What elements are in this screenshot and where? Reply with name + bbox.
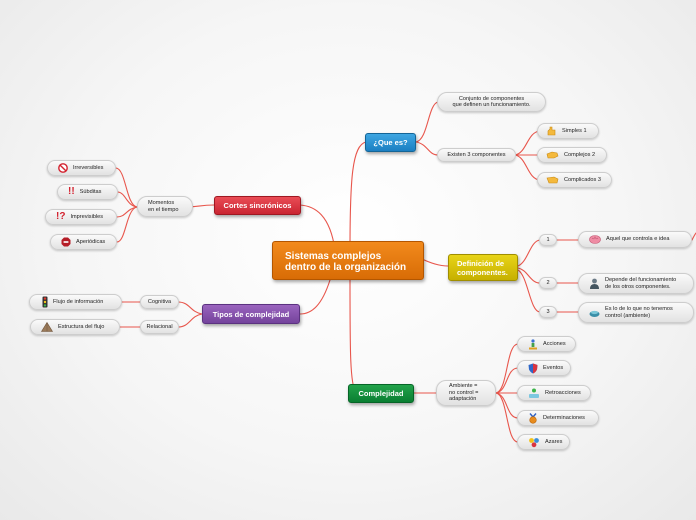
leaf-estructura-label: Estructura del flujo [58,323,105,330]
leaf-aperiodicas[interactable]: Aperiódicas [50,234,117,250]
leaf-irreversibles-label: Irreversibles [73,164,104,171]
leaf-eventos[interactable]: Eventos [517,360,571,376]
no-entry-icon [58,163,68,173]
leaf-imprevisibles[interactable]: !? Imprevisibles [45,209,117,225]
hand-icon [546,126,557,136]
topic-que-es-label: ¿Que es? [373,138,408,147]
subtopic-ambiente-line2: no control = [449,389,479,396]
subtopic-relacional-label: Relacional [146,323,173,330]
central-topic-line2: dentro de la organización [285,262,407,273]
topic-definicion-componentes[interactable]: Definición de componentes. [448,254,518,281]
topic-definicion-line2: componentes. [457,267,508,277]
leaf-depende-funcionamiento[interactable]: Depende del funcionamiento de los otros … [578,273,694,294]
link-que-es [349,141,367,251]
stop-sign-icon [61,237,71,247]
leaf-depende-line1: Depende del funcionamiento [605,277,677,283]
leaf-controla-idea[interactable]: Aquel que controla e idea [578,231,692,248]
leaf-flujo-informacion[interactable]: Flujo de información [29,294,122,310]
topic-cortes-sincronicos[interactable]: Cortes sincrónicos [214,196,301,215]
leaf-estructura-flujo[interactable]: Estructura del flujo [30,319,120,335]
number-2[interactable]: 2 [539,277,557,289]
leaf-azares-label: Azares [545,438,563,445]
network-icon [528,388,540,399]
link-definicion [419,257,449,267]
subtopic-cognitiva[interactable]: Cognitiva [140,295,179,309]
hand-icon [546,150,559,160]
central-topic-line1: Sistemas complejos [285,251,382,262]
subtopic-relacional[interactable]: Relacional [140,320,179,334]
central-topic[interactable]: Sistemas complejos dentro de la organiza… [272,241,424,280]
leaf-determinaciones-label: Determinaciones [543,414,585,421]
pyramid-icon [41,322,53,332]
leaf-acciones-label: Acciones [543,340,566,347]
subtopic-ambiente-line3: adaptación [449,396,477,403]
subtopic-momentos[interactable]: Momentos en el tiempo [137,196,193,217]
leaf-aperiodicas-label: Aperiódicas [76,238,106,245]
shield-icon [528,363,538,374]
leaf-ambiente[interactable]: Es lo de lo que no tenemos control (ambi… [578,302,694,323]
leaf-flujo-label: Flujo de información [53,298,104,305]
number-2-label: 2 [546,279,550,286]
exclamation-question-icon: !? [56,211,66,222]
leaf-ambiente-line1: Es lo de lo que no tenemos [605,306,673,312]
subtopic-ambiente[interactable]: Ambiente = no control = adaptación [436,380,496,406]
leaf-azares[interactable]: Azares [517,434,570,450]
topic-cortes-label: Cortes sincrónicos [223,201,292,210]
number-1[interactable]: 1 [539,234,557,246]
topic-definicion-line1: Definición de [457,258,505,268]
leaf-subditas[interactable]: !! Súbditas [57,184,118,200]
leaf-complicados[interactable]: Complicados 3 [537,172,612,188]
subtopic-cognitiva-label: Cognitiva [147,298,172,305]
subtopic-conjunto-line2: que definen un funcionamiento. [452,102,531,108]
globe-icon [589,308,600,318]
subtopic-existen[interactable]: Existen 3 componentes [437,148,516,162]
double-exclamation-icon: !! [68,186,75,197]
subtopic-conjunto[interactable]: Conjunto de componentes que definen un f… [437,92,546,112]
molecule-icon [528,437,540,448]
subtopic-conjunto-line1: Conjunto de componentes [458,95,525,102]
subtopic-momentos-line1: Momentos [148,200,175,206]
leaf-imprevisibles-label: Imprevisibles [70,213,104,220]
leaf-simples-label: Simples 1 [562,127,587,134]
number-3[interactable]: 3 [539,306,557,318]
leaf-complicados-label: Complicados 3 [564,176,601,183]
number-3-label: 3 [546,308,550,315]
topic-que-es[interactable]: ¿Que es? [365,133,416,152]
leaf-acciones[interactable]: Acciones [517,336,576,352]
leaf-complejos-label: Complejos 2 [564,151,596,158]
traffic-light-icon [42,296,48,308]
leaf-subditas-label: Súbditas [79,188,102,195]
subtopic-momentos-line2: en el tiempo [148,206,179,213]
person-icon [589,278,600,289]
topic-complejidad-label: Complejidad [358,389,404,398]
leaf-ambiente-line2: control (ambiente) [605,312,651,319]
leaf-eventos-label: Eventos [543,364,564,371]
figure-icon [528,338,538,350]
link-complejidad [349,279,357,394]
leaf-complejos[interactable]: Complejos 2 [537,147,607,163]
leaf-irreversibles[interactable]: Irreversibles [47,160,116,176]
link-tipos [299,279,331,315]
leaf-depende-line2: de los otros componentes. [605,283,671,290]
medal-icon [528,412,538,424]
topic-complejidad[interactable]: Complejidad [348,384,414,403]
leaf-retroacciones[interactable]: Retroacciones [517,385,591,401]
leaf-simples[interactable]: Simples 1 [537,123,599,139]
leaf-retroacciones-label: Retroacciones [545,389,581,396]
number-1-label: 1 [546,236,550,243]
leaf-determinaciones[interactable]: Determinaciones [517,410,599,426]
subtopic-existen-label: Existen 3 componentes [447,151,506,158]
topic-tipos-complejidad[interactable]: Tipos de complejidad [202,304,300,324]
topic-tipos-label: Tipos de complejidad [212,309,290,319]
leaf-controla-idea-label: Aquel que controla e idea [606,236,670,243]
hand-icon [546,175,559,185]
subtopic-ambiente-line1: Ambiente = [449,383,478,390]
brain-icon [589,235,601,244]
